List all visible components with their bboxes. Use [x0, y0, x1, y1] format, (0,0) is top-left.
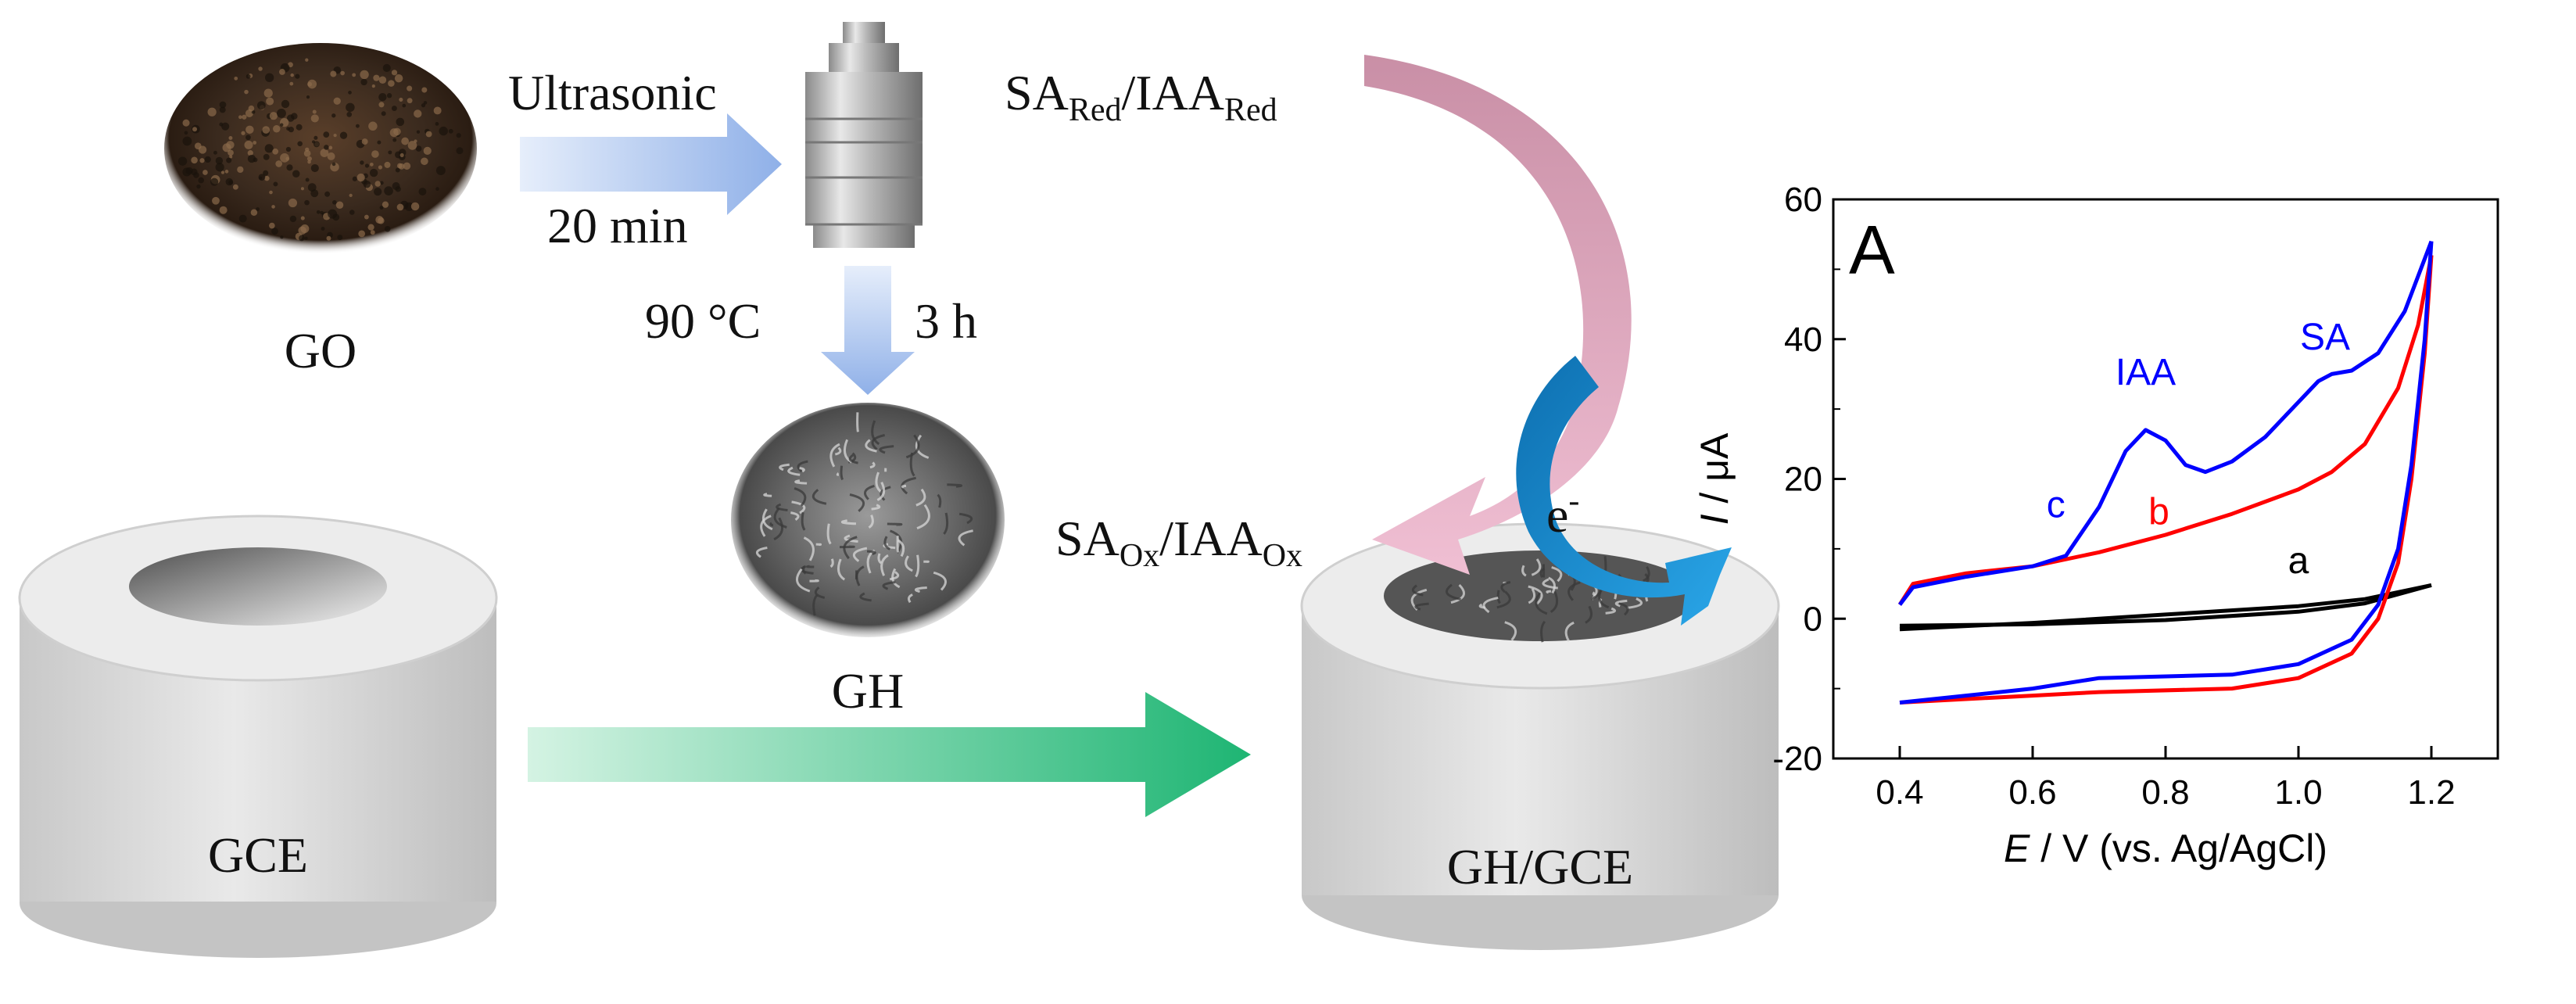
x-tick-label: 1.2	[2407, 773, 2455, 812]
gh-label: GH	[832, 663, 904, 719]
x-tick-label: 0.6	[2008, 773, 2056, 812]
x-tick-label: 0.8	[2141, 773, 2189, 812]
curve-b-label: b	[2148, 492, 2169, 533]
hydrothermal-arrow	[821, 266, 915, 395]
cv-curve-c-reverse	[1899, 241, 2434, 705]
go-label: GO	[285, 323, 356, 378]
curve-c-label: c	[2047, 485, 2065, 526]
iaa-peak-label: IAA	[2116, 352, 2176, 393]
cv-chart: 0.4 0.6 0.8 1.0 1.2 -20 0 20 40 60 A E / V (vs. A…	[1693, 181, 2499, 870]
modification-arrow	[528, 692, 1251, 817]
ultrasonic-label: Ultrasonic	[508, 65, 717, 120]
panel-label: A	[1849, 211, 1895, 289]
oxidized-species-label: SAOx/IAAOx	[1055, 511, 1302, 574]
curve-a-label: a	[2288, 540, 2309, 582]
electron-transfer-arrow	[1516, 356, 1732, 626]
y-tick-label: 40	[1784, 321, 1822, 359]
duration-label: 3 h	[915, 293, 977, 349]
gce-electrode	[18, 515, 498, 958]
y-tick-label: 20	[1784, 461, 1822, 499]
temperature-label: 90 °C	[645, 293, 761, 349]
cv-curve-b-forward	[1897, 255, 2434, 606]
cv-curve-a-forward	[1899, 583, 2432, 632]
gce-label: GCE	[208, 827, 308, 883]
cv-curve-b-reverse	[1899, 255, 2434, 705]
gh-gce-label: GH/GCE	[1447, 839, 1633, 895]
ultrasonic-arrow	[520, 113, 782, 215]
ultrasonic-time-label: 20 min	[547, 198, 688, 253]
cv-curve-c-forward	[1898, 240, 2434, 606]
go-image	[164, 43, 477, 254]
cv-curve-a-reverse	[1899, 583, 2432, 628]
y-axis-title: I / μA	[1693, 432, 1736, 525]
x-tick-label: 1.0	[2274, 773, 2322, 812]
reduced-species-label: SARed/IAARed	[1005, 65, 1277, 128]
y-tick-label: 60	[1784, 181, 1822, 219]
y-tick-label: 0	[1804, 600, 1822, 638]
x-tick-label: 0.4	[1876, 773, 1923, 812]
y-tick-label: -20	[1772, 740, 1822, 778]
sa-peak-label: SA	[2300, 317, 2350, 358]
electron-label: e-	[1546, 483, 1579, 543]
gh-image	[731, 403, 1005, 637]
autoclave-image	[805, 22, 923, 248]
oxidation-arrow	[1364, 55, 1632, 575]
gh-gce-electrode	[1300, 522, 1780, 950]
x-axis-title: E / V (vs. Ag/AgCl)	[2004, 827, 2327, 870]
